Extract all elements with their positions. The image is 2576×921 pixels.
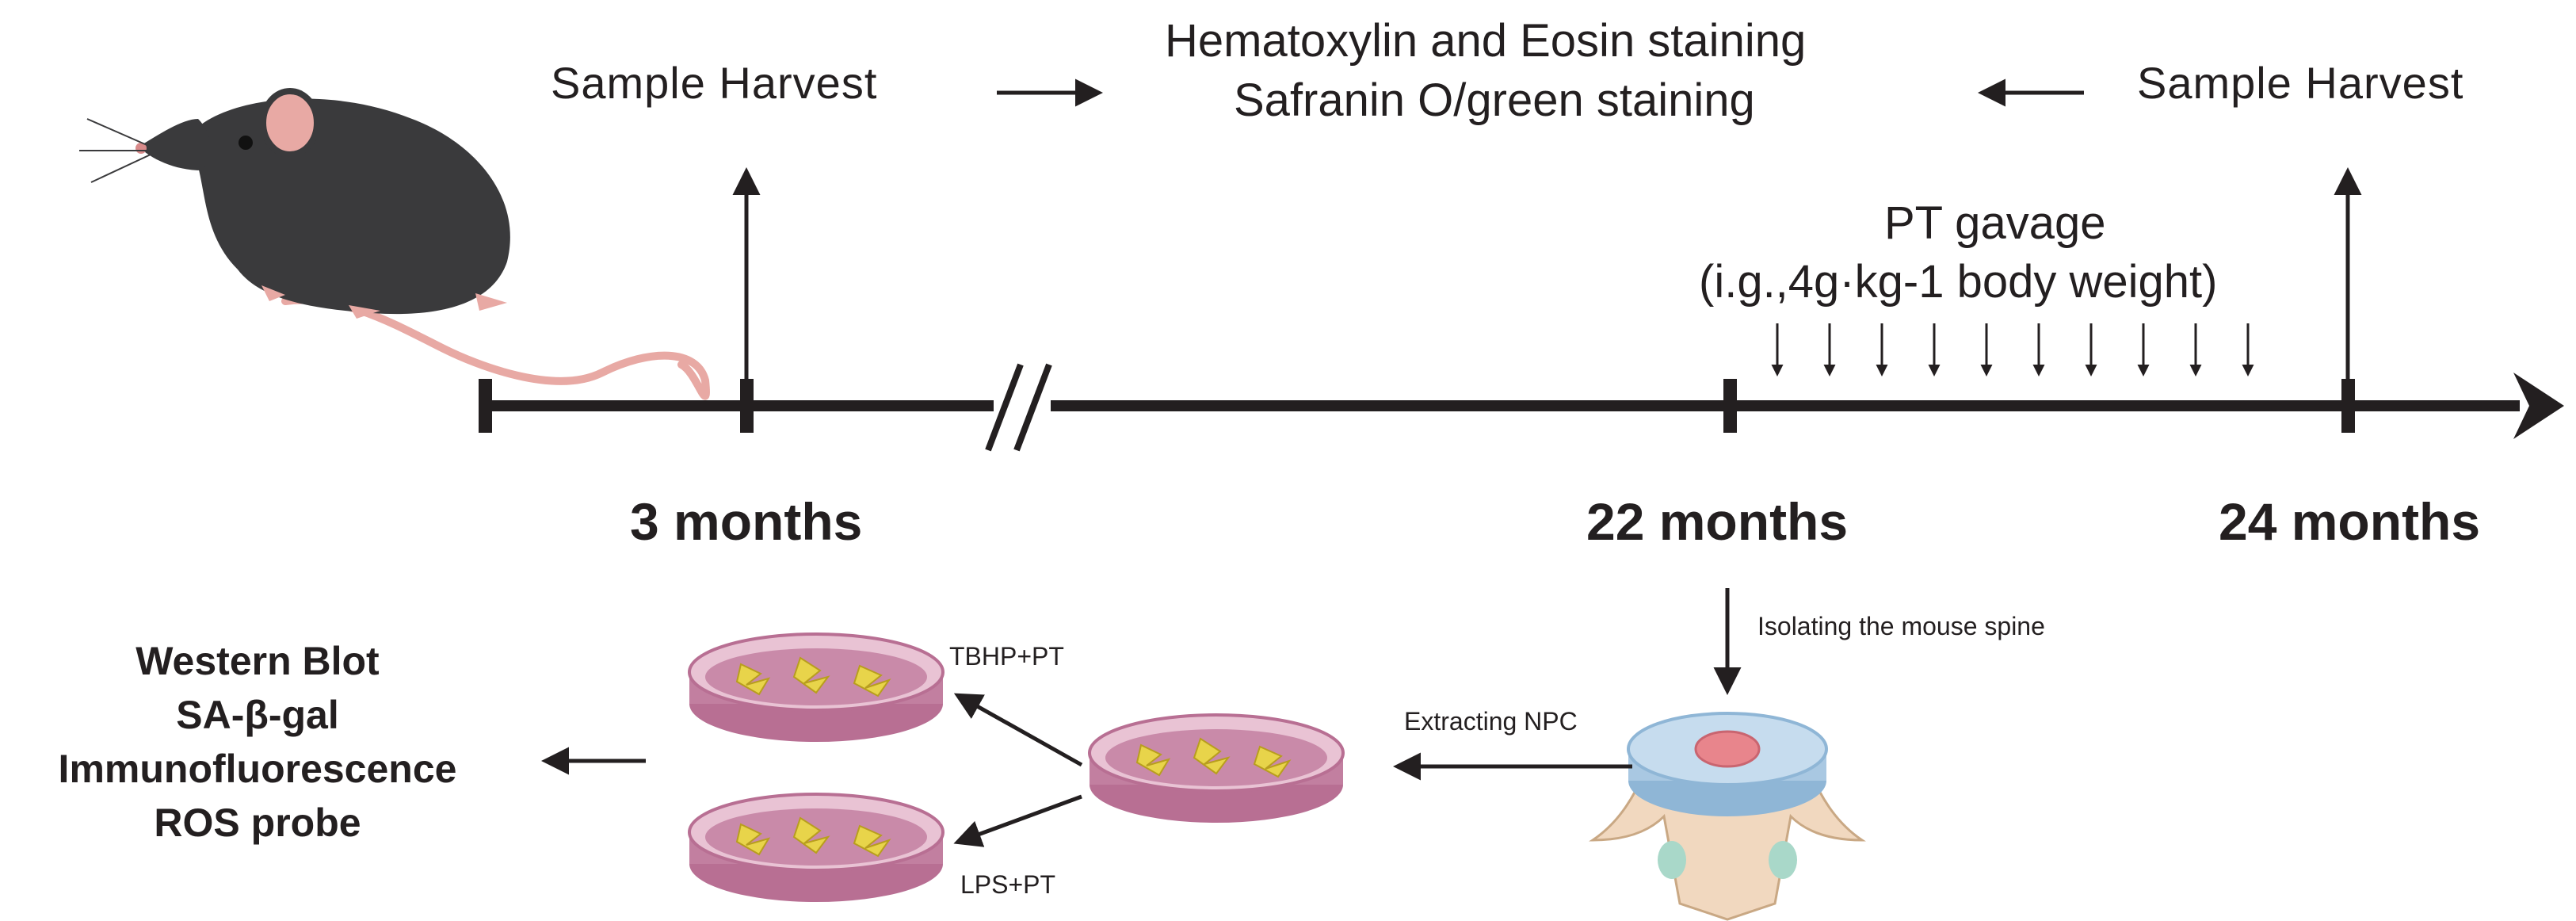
assay-western-blot: Western Blot [135, 639, 380, 683]
timepoint-3-months: 3 months [630, 492, 863, 551]
isolate-spine-label: Isolating the mouse spine [1757, 612, 2045, 640]
sample-harvest-left-label: Sample Harvest [551, 58, 878, 108]
sample-harvest-right-label: Sample Harvest [2137, 58, 2464, 108]
assay-list: Western Blot SA-β-gal Immunofluorescence… [48, 634, 467, 850]
tick-3-months [740, 379, 754, 433]
assay-ros-probe: ROS probe [154, 801, 361, 845]
timeline-start-tick [479, 379, 492, 433]
timeline-arrowhead [2513, 373, 2564, 439]
assay-immunofluorescence: Immunofluorescence [58, 747, 457, 791]
axis-break-mark-2 [1013, 363, 1052, 452]
timeline [479, 363, 2564, 452]
lps-arrow [953, 794, 1082, 847]
lps-label: LPS+PT [960, 870, 1056, 899]
intervertebral-disc-icon [1589, 712, 1866, 921]
culture-dish-icon-tbhp [688, 632, 945, 743]
gavage-dose: (i.g.,4g·kg-1 body weight) [1699, 256, 2218, 308]
timepoint-22-months: 22 months [1586, 492, 1849, 551]
assay-sa-beta-gal: SA-β-gal [176, 693, 339, 737]
tbhp-label: TBHP+PT [949, 642, 1064, 671]
tbhp-arrow [953, 693, 1083, 767]
mouse-icon [79, 88, 710, 400]
culture-dish-icon-npc [1088, 713, 1345, 824]
axis-break-mark-1 [985, 363, 1024, 452]
extract-npc-label: Extracting NPC [1404, 707, 1578, 736]
gavage-title: PT gavage [1884, 197, 2106, 249]
tick-22-months [1723, 379, 1737, 433]
staining-label-he: Hematoxylin and Eosin staining [1165, 15, 1807, 67]
culture-dish-icon-lps [688, 793, 945, 904]
tick-24-months [2341, 379, 2355, 433]
staining-label-safranin: Safranin O/green staining [1234, 75, 1755, 126]
timepoint-24-months: 24 months [2219, 492, 2481, 551]
gavage-dose-arrows [1771, 323, 2254, 376]
